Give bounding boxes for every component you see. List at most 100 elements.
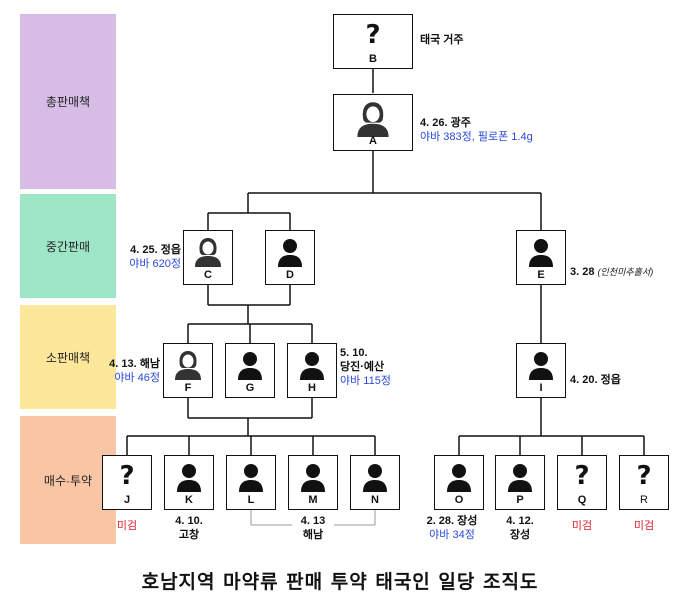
person-icon	[517, 237, 565, 272]
woman-icon	[334, 101, 412, 142]
node-r: ?R	[619, 455, 669, 510]
note-k-date: 4. 10.	[175, 515, 203, 527]
node-f: F	[163, 343, 213, 398]
node-label: I	[539, 382, 543, 394]
note-j-text: 미검	[116, 520, 138, 532]
note-r: 미검	[619, 519, 669, 533]
node-label: C	[204, 269, 212, 281]
woman-icon	[184, 237, 232, 272]
band-label: 총판매책	[45, 95, 91, 109]
node-label: J	[123, 494, 131, 506]
node-k: K	[164, 455, 214, 510]
node-h: H	[287, 343, 337, 398]
node-label: K	[185, 494, 193, 506]
node-p: P	[495, 455, 545, 510]
note-k-place: 고창	[178, 529, 200, 541]
person-icon	[517, 350, 565, 385]
person-icon	[351, 462, 399, 497]
person-icon	[226, 350, 274, 385]
note-f: 4. 13. 해남 야바 46정	[98, 357, 160, 385]
note-b: 태국 거주	[420, 33, 464, 47]
node-i: I	[516, 343, 566, 398]
node-label: H	[308, 382, 316, 394]
band-chief-seller: 총판매책	[20, 14, 116, 189]
note-c: 4. 25. 정읍 야바 620정	[121, 243, 181, 271]
note-h-place: 당진·예산	[340, 361, 385, 373]
node-g: G	[225, 343, 275, 398]
node-label: P	[516, 494, 524, 506]
node-o: O	[434, 455, 484, 510]
person-icon	[496, 462, 544, 497]
note-p-date: 4. 12.	[506, 515, 534, 527]
question-mark-icon: ?	[119, 461, 135, 491]
note-e: 3. 28 (인천미추홀서)	[570, 265, 653, 279]
note-a: 4. 26. 광주 야바 383정, 필로폰 1.4g	[420, 116, 533, 144]
person-icon	[165, 462, 213, 497]
node-label: R	[640, 494, 648, 506]
note-i: 4. 20. 정읍	[570, 373, 621, 387]
person-icon	[266, 237, 314, 272]
node-d: D	[265, 230, 315, 285]
note-o-date: 2. 28. 장성	[426, 515, 478, 527]
node-label: Q	[577, 494, 587, 506]
node-label: O	[454, 494, 464, 506]
node-c: C	[183, 230, 233, 285]
note-h-date: 5. 10.	[340, 347, 368, 359]
note-r-text: 미검	[633, 520, 655, 532]
node-label: M	[308, 494, 318, 506]
woman-icon	[164, 350, 212, 385]
note-i-date: 4. 20. 정읍	[570, 374, 621, 386]
node-a: A	[333, 94, 413, 151]
node-n: N	[350, 455, 400, 510]
note-q-text: 미검	[571, 520, 593, 532]
note-a-detail: 야바 383정, 필로폰 1.4g	[420, 131, 533, 143]
person-icon	[288, 350, 336, 385]
band-retail-seller: 소판매책	[20, 305, 116, 409]
note-c-date: 4. 25. 정읍	[130, 244, 181, 256]
node-e: E	[516, 230, 566, 285]
note-q: 미검	[557, 519, 607, 533]
question-mark-icon: ?	[636, 461, 652, 491]
note-h-detail: 야바 115정	[340, 375, 391, 387]
chart-caption: 호남지역 마약류 판매 투약 태국인 일당 조직도	[141, 571, 539, 593]
node-m: M	[288, 455, 338, 510]
note-lmn: 4. 13 해남	[288, 514, 338, 542]
note-c-detail: 야바 620정	[129, 258, 181, 270]
node-label: N	[371, 494, 379, 506]
band-buyer-user: 매수·투약	[20, 416, 116, 544]
person-icon	[289, 462, 337, 497]
note-k: 4. 10. 고창	[164, 514, 214, 542]
node-label: D	[286, 269, 294, 281]
node-label: A	[369, 135, 377, 147]
person-icon	[435, 462, 483, 497]
note-f-detail: 야바 46정	[114, 372, 160, 384]
band-label: 매수·투약	[43, 473, 93, 488]
node-label: F	[184, 382, 192, 394]
band-middle-seller: 중간판매	[20, 194, 116, 298]
note-lmn-date: 4. 13	[300, 515, 326, 527]
node-j: ?J	[102, 455, 152, 510]
node-q: ?Q	[557, 455, 607, 510]
note-a-date: 4. 26. 광주	[420, 117, 471, 129]
node-label: G	[245, 382, 255, 394]
question-mark-icon: ?	[365, 20, 381, 50]
note-j: 미검	[102, 519, 152, 533]
note-p: 4. 12. 장성	[495, 514, 545, 542]
note-h: 5. 10. 당진·예산 야바 115정	[340, 346, 391, 388]
note-b-text: 태국 거주	[420, 34, 464, 46]
node-label: E	[537, 269, 545, 281]
note-e-date: 3. 28	[570, 266, 595, 278]
node-b: ?B	[333, 14, 413, 69]
node-l: L	[226, 455, 276, 510]
note-lmn-place: 해남	[302, 529, 324, 541]
note-f-date: 4. 13. 해남	[109, 358, 160, 370]
note-o-detail: 야바 34정	[429, 529, 475, 541]
person-icon	[227, 462, 275, 497]
note-p-place: 장성	[509, 529, 531, 541]
note-o: 2. 28. 장성 야바 34정	[412, 514, 492, 542]
note-e-detail: (인천미추홀서)	[597, 267, 654, 277]
question-mark-icon: ?	[574, 461, 590, 491]
band-label: 중간판매	[45, 239, 91, 254]
